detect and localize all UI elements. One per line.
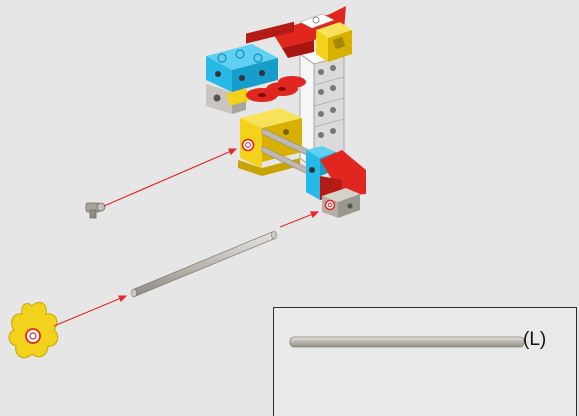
assembled-model-icon [206, 6, 366, 218]
top-yellow-cube [316, 22, 352, 62]
top-red-wedge [272, 6, 346, 58]
red-plates [246, 21, 306, 102]
gray-brick [206, 84, 250, 114]
connector-peg-icon [85, 202, 106, 219]
gray-axle-icon [131, 230, 277, 298]
assembly-arrow-icon [53, 148, 320, 327]
gray-axle-icon [289, 336, 525, 348]
part-length-label: (L) [523, 329, 547, 350]
yellow-wheel-hub-icon [8, 301, 59, 359]
parts-box: (L) [273, 307, 577, 416]
blue-bricks-upper [206, 44, 278, 92]
blue-red-corner [306, 146, 366, 218]
